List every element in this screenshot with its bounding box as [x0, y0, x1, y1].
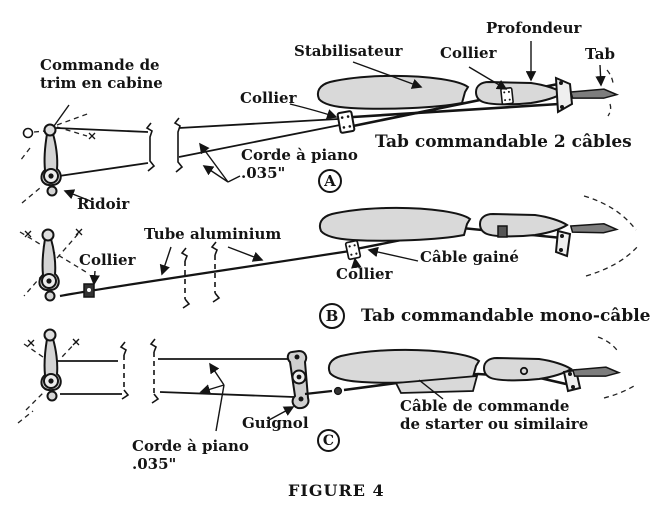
cable-clip-c — [333, 386, 343, 396]
label-corde-a-piano-c: Corde à piano .035" — [132, 437, 249, 473]
label-tab-a: Tab — [585, 45, 615, 63]
trim-lever-a — [40, 123, 62, 197]
aluminium-tube-b — [59, 249, 351, 298]
trim-lever-c — [40, 328, 62, 402]
label-guignol: Guignol — [242, 414, 309, 432]
trim-lever-b — [38, 228, 60, 302]
label-collier-a-top: Collier — [440, 44, 497, 62]
label-cable-gaine: Câble gainé — [420, 248, 519, 266]
label-profondeur: Profondeur — [486, 19, 582, 37]
break-marks-b — [180, 241, 221, 309]
label-corde-a-piano-c-line1: Corde à piano — [132, 437, 249, 455]
tab-b — [569, 221, 618, 236]
pulley-circle — [22, 127, 34, 139]
figure-caption: FIGURE 4 — [288, 481, 385, 500]
diagram-b — [19, 195, 639, 309]
label-commande-trim: Commande de trim en cabine — [40, 56, 163, 92]
label-stabilisateur: Stabilisateur — [294, 42, 403, 60]
badge-c: C — [317, 429, 340, 452]
elevator-bolt-c — [519, 366, 529, 376]
collar-b-mid — [344, 239, 362, 261]
elevator-b — [479, 213, 568, 238]
label-ridoir: Ridoir — [77, 195, 130, 213]
piano-wire-cables-c — [54, 358, 295, 398]
label-tube-aluminium: Tube aluminium — [144, 225, 282, 243]
lower-skin-c — [394, 374, 479, 394]
guignol-bellcrank — [286, 349, 310, 410]
elevator-bolt-b — [497, 225, 508, 238]
tab-c — [571, 365, 620, 379]
collar-a-left — [336, 109, 356, 135]
break-marks-a — [145, 117, 184, 173]
label-cable-commande-line2: de starter ou similaire — [400, 414, 589, 433]
x-mark — [88, 132, 96, 140]
title-a: Tab commandable 2 câbles — [375, 132, 632, 152]
leaders-a — [53, 41, 606, 203]
title-b: Tab commandable mono-câble — [361, 306, 650, 326]
badge-b: B — [319, 303, 345, 329]
break-marks-c — [119, 338, 160, 404]
label-collier-b-left: Collier — [79, 251, 136, 269]
label-corde-a-piano-a-line1: Corde à piano — [241, 146, 358, 164]
leaders-b — [89, 246, 419, 286]
label-commande-trim-line2: trim en cabine — [40, 73, 163, 92]
label-collier-a-left: Collier — [240, 89, 297, 107]
tab-a — [569, 87, 618, 101]
label-cable-commande-line1: Câble de commande — [400, 397, 570, 415]
label-cable-commande: Câble de commande de starter ou similair… — [400, 397, 589, 433]
label-corde-a-piano-a: Corde à piano .035" — [241, 146, 358, 182]
diagram-a — [19, 41, 618, 204]
label-corde-a-piano-a-line2: .035" — [241, 163, 286, 182]
label-commande-trim-line1: Commande de — [40, 56, 160, 74]
stabilizer-b — [318, 206, 471, 242]
tab-horn-a — [554, 76, 574, 114]
label-corde-a-piano-c-line2: .035" — [132, 454, 177, 473]
stabilizer-a — [316, 74, 469, 110]
badge-a: A — [318, 169, 342, 193]
label-collier-b-mid: Collier — [336, 265, 393, 283]
leaders-c — [199, 362, 444, 432]
collar-b-left — [83, 283, 95, 298]
collar-a-elevator — [499, 86, 515, 106]
diagram-c — [17, 328, 635, 432]
